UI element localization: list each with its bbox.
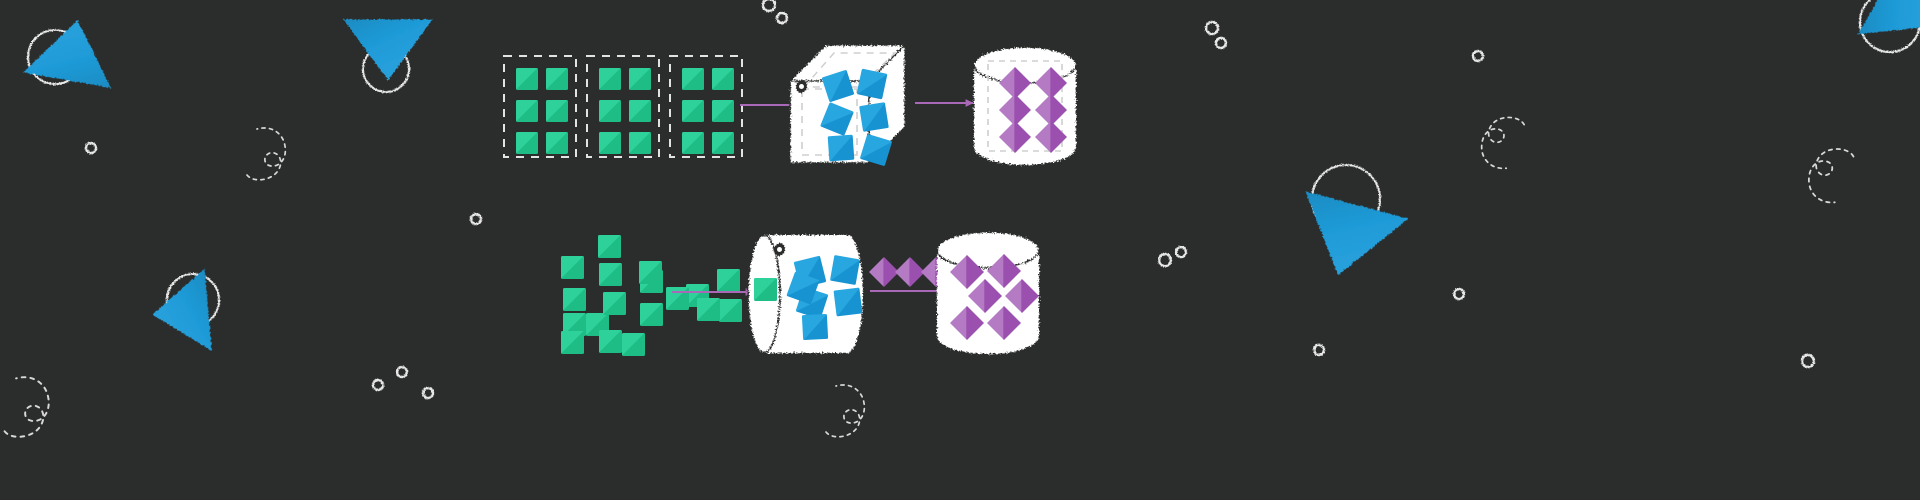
blue-square-item [830,255,860,285]
decorative-background-shapes [3,0,1920,438]
purple-diamond-item [999,94,1031,126]
green-square-item [598,235,621,258]
batch-source-group [503,55,743,158]
dot-circle-icon [1800,353,1816,369]
purple-diamond-item [999,121,1031,153]
green-square-item [712,100,734,122]
triangle-icon [343,19,433,81]
dashed-group-outline-icon [503,55,577,158]
green-square-item [546,100,568,122]
green-square-item [682,132,704,154]
green-square-item [563,313,586,336]
purple-diamond-item [869,257,899,287]
blue-square-item [833,287,863,317]
dot-circle-icon [469,212,483,226]
batch-row [503,43,1077,166]
green-square-item [717,269,740,292]
green-square-item [516,132,538,154]
dot-circle-icon [371,378,385,392]
green-square-item [599,263,622,286]
purple-diamond-item [950,255,984,289]
green-square-item [639,261,662,284]
green-square-item [599,330,622,353]
purple-diamond-item [1035,94,1067,126]
stream-processor-cylinder [747,234,863,354]
stream-row [561,231,1040,356]
blue-square-item [822,70,854,102]
purple-diamond-item [1035,121,1067,153]
green-square-item [629,100,651,122]
blue-square-item [860,134,892,166]
stream-sink-cylinder [936,231,1040,354]
purple-diamond-item [895,257,925,287]
green-square-item [712,68,734,90]
batch-group-3 [669,55,743,158]
purple-diamond-item [987,254,1021,288]
purple-diamond-item [1005,279,1039,313]
batch-sink-cylinder [973,46,1077,165]
dot-circle-icon [761,0,777,13]
dot-circle-icon [1312,343,1326,357]
purple-diamond-item [987,306,1021,340]
cylinder-top-ellipse [936,231,1040,269]
blue-square-item [856,68,888,100]
purple-diamond-item [1035,67,1067,99]
green-square-item [712,132,734,154]
purple-diamond-item [950,306,984,340]
green-square-item [546,132,568,154]
triangle-icon [152,268,212,351]
dot-circle-icon [395,365,409,379]
green-square-item [629,68,651,90]
dot-circle-icon [1471,49,1485,63]
green-square-item [622,333,645,356]
blue-square-item [801,313,829,341]
green-square-item [561,331,584,354]
green-square-item [516,100,538,122]
green-square-item [599,132,621,154]
dot-circle-icon [84,141,98,155]
green-square-item [563,288,586,311]
green-square-item [682,68,704,90]
green-square-item [697,298,720,321]
green-square-item [666,287,689,310]
triangle-icon [1305,191,1409,276]
batch-processor-cube [788,43,907,166]
green-square-item [640,303,663,326]
cylinder-inner-dashed-outline [987,60,1063,152]
green-square-item [561,256,584,279]
dot-circle-icon [1204,20,1220,36]
green-square-item [603,292,626,315]
green-square-item [546,68,568,90]
green-square-item [599,68,621,90]
triangle-icon [22,20,112,88]
batch-group-2 [586,55,660,158]
stream-source-scatter [561,235,742,356]
dashed-group-outline-icon [669,55,743,158]
batch-group-1 [503,55,577,158]
outline-circle-icon [1858,0,1920,54]
purple-diamond-item [968,279,1002,313]
dot-circle-icon [1452,287,1466,301]
dot-circle-icon [775,11,789,25]
green-square-item [754,278,777,301]
blue-square-item [859,102,889,132]
dashed-group-outline-icon [586,55,660,158]
green-square-item [719,299,742,322]
green-square-item [629,132,651,154]
green-square-item [599,100,621,122]
green-square-item [682,100,704,122]
dot-circle-icon [1214,36,1228,50]
triangle-icon [1857,0,1920,35]
blue-square-item [820,102,854,136]
dot-circle-icon [421,386,435,400]
blue-square-item [786,271,820,305]
green-square-item [516,68,538,90]
dot-circle-icon [1157,252,1173,268]
blue-square-item [827,134,855,162]
purple-diamond-item [999,67,1031,99]
dot-circle-icon [1174,245,1188,259]
